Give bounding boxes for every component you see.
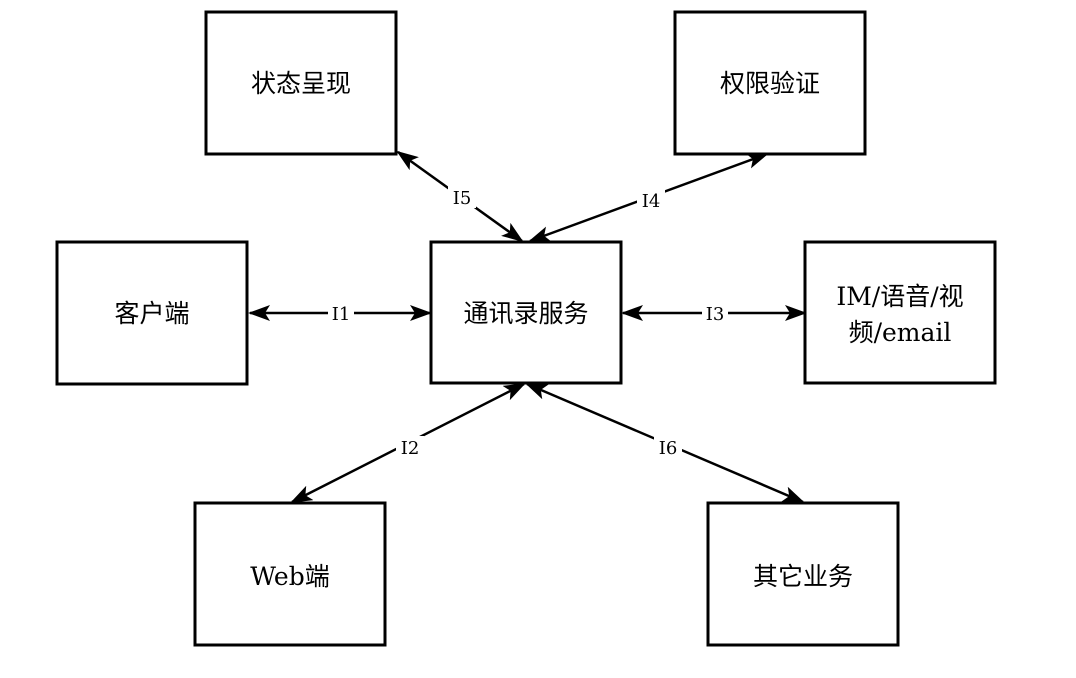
edge-label-i6: I6 bbox=[659, 438, 678, 459]
node-im-label-line2: 频/email bbox=[849, 318, 952, 347]
edge-label-i1: I1 bbox=[332, 304, 351, 325]
node-web-label: Web端 bbox=[250, 562, 329, 591]
node-im: IM/语音/视 频/email bbox=[803, 240, 997, 385]
node-web: Web端 bbox=[193, 501, 387, 647]
node-im-label-line1: IM/语音/视 bbox=[836, 282, 963, 311]
node-client-label: 客户端 bbox=[114, 299, 189, 328]
edge-label-i4: I4 bbox=[642, 191, 661, 212]
node-other: 其它业务 bbox=[706, 501, 900, 647]
node-client: 客户端 bbox=[55, 240, 249, 386]
node-center: 通讯录服务 bbox=[429, 240, 623, 385]
edge-label-i3: I3 bbox=[706, 304, 725, 325]
node-center-label: 通讯录服务 bbox=[463, 299, 588, 328]
node-status: 状态呈现 bbox=[204, 10, 398, 156]
edge-label-i5: I5 bbox=[453, 188, 472, 209]
node-status-label: 状态呈现 bbox=[251, 69, 351, 98]
node-other-label: 其它业务 bbox=[753, 562, 853, 591]
node-auth: 权限验证 bbox=[673, 10, 867, 156]
node-auth-label: 权限验证 bbox=[720, 69, 820, 98]
edge-label-i2: I2 bbox=[401, 438, 420, 459]
